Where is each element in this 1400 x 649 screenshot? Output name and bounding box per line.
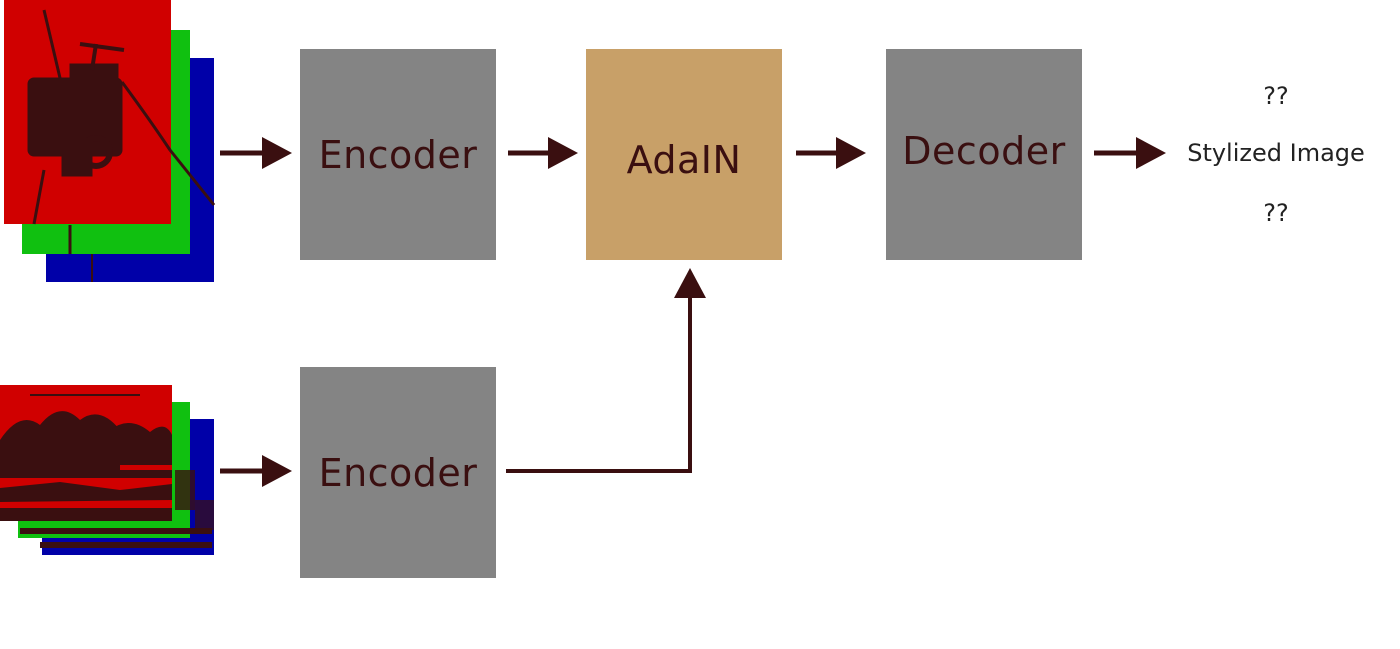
arrow-style-encoder-to-adain: [506, 268, 706, 473]
arrow-style-to-encoder: [220, 455, 292, 487]
arrows: [220, 137, 1166, 487]
content-encoder-label: Encoder: [318, 132, 478, 177]
content-object: [27, 9, 216, 225]
stylized-image-label: Stylized Image: [1187, 139, 1365, 167]
arrow-content-to-encoder: [220, 137, 292, 169]
output-bottom-placeholder: ??: [1263, 199, 1289, 227]
arrow-encoder-to-adain: [508, 137, 578, 169]
style-landscape: [0, 394, 214, 548]
style-encoder-block: Encoder: [300, 367, 496, 578]
style-image-stack: [0, 385, 214, 555]
adain-block: AdaIN: [586, 49, 782, 260]
arrow-decoder-to-output: [1094, 137, 1166, 169]
output-top-placeholder: ??: [1263, 82, 1289, 110]
arrow-adain-to-decoder: [796, 137, 866, 169]
adain-label: AdaIN: [626, 137, 742, 182]
content-encoder-block: Encoder: [300, 49, 496, 260]
style-encoder-label: Encoder: [318, 450, 478, 495]
decoder-label: Decoder: [902, 129, 1066, 173]
decoder-block: Decoder: [886, 49, 1082, 260]
content-image-stack: [4, 0, 216, 282]
